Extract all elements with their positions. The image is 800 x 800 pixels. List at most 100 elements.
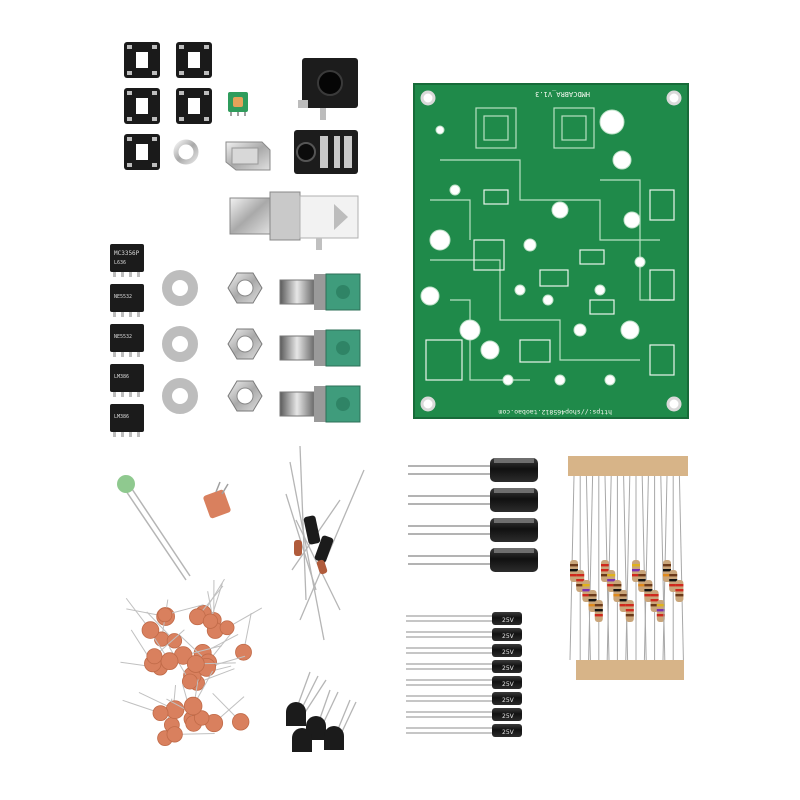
pcb-url-label: https://shop465812.taobao.com bbox=[498, 408, 612, 416]
capacitor-voltage-label: 25V bbox=[502, 697, 515, 704]
capacitor-voltage-label: 25V bbox=[502, 633, 515, 640]
ceramic-capacitor-pile bbox=[120, 578, 263, 746]
electrolytic-capacitor bbox=[408, 518, 538, 542]
resistor bbox=[669, 476, 678, 660]
ic-chip: LM386 bbox=[110, 364, 144, 397]
resistors bbox=[569, 475, 684, 661]
washer bbox=[162, 326, 198, 362]
resistor bbox=[606, 475, 616, 661]
capacitor-voltage-label: 25V bbox=[502, 617, 515, 624]
resistor bbox=[588, 475, 597, 661]
resistor bbox=[650, 476, 659, 660]
diodes bbox=[285, 445, 365, 641]
resistor-strip bbox=[568, 456, 688, 680]
transistor bbox=[292, 728, 312, 752]
ic-chips: MC3356P L636 NE5532 NE5532 LM386 LM386 bbox=[110, 244, 144, 437]
mounting-holes bbox=[420, 90, 682, 412]
ic-chip: LM386 bbox=[110, 404, 144, 437]
ceramic-capacitor bbox=[189, 585, 224, 626]
ceramic-capacitor bbox=[186, 654, 236, 673]
ceramic-capacitor bbox=[125, 597, 160, 639]
small-electrolytic-capacitor: 25V bbox=[406, 628, 522, 641]
resistor bbox=[613, 476, 622, 660]
hex-nut bbox=[227, 328, 263, 360]
capacitor-voltage-label: 25V bbox=[502, 665, 515, 672]
ceramic-capacitor bbox=[166, 698, 210, 726]
svg-text:LM386: LM386 bbox=[114, 374, 129, 380]
transistor bbox=[286, 702, 306, 726]
ic-socket bbox=[124, 134, 160, 170]
resistor bbox=[576, 476, 585, 660]
ic-sockets bbox=[124, 42, 212, 170]
ic-chip: MC3356P L636 bbox=[110, 244, 144, 277]
metal-bracket bbox=[225, 141, 271, 171]
washer bbox=[162, 378, 198, 414]
pcb-pads bbox=[420, 109, 646, 386]
green-inductor bbox=[228, 92, 248, 116]
potentiometer bbox=[279, 329, 361, 367]
svg-text:L636: L636 bbox=[114, 260, 126, 266]
resistor bbox=[643, 475, 653, 661]
chip-marking: MC3356P bbox=[114, 250, 140, 257]
small-electrolytic-capacitor: 25V bbox=[406, 612, 522, 625]
ceramic-capacitor bbox=[202, 582, 223, 629]
pcb-board: HMDCABRA_V1.3 https://shop465812.taobao.… bbox=[413, 83, 689, 419]
ic-chip: NE5532 bbox=[110, 324, 144, 357]
transistor bbox=[324, 726, 344, 750]
ceramic-disc-capacitor bbox=[117, 475, 191, 581]
small-electrolytic-capacitor: 25V bbox=[406, 676, 522, 689]
ic-socket bbox=[176, 88, 212, 124]
dc-power-jack bbox=[298, 58, 358, 120]
ceramic-capacitor bbox=[122, 699, 169, 722]
small-electrolytic-capacitor: 25V bbox=[406, 708, 522, 721]
ceramic-capacitor bbox=[146, 611, 183, 649]
large-electrolytic-caps bbox=[408, 458, 538, 572]
resistor bbox=[569, 475, 578, 661]
resistor bbox=[675, 475, 684, 661]
small-electrolytic-caps: 25V 25V 25V 25V 25V 25V 25V 25V bbox=[406, 612, 522, 737]
resistor bbox=[625, 475, 634, 661]
electrolytic-capacitor bbox=[408, 548, 538, 572]
ceramic-capacitor bbox=[166, 726, 215, 743]
capacitor-voltage-label: 25V bbox=[502, 713, 515, 720]
potentiometer bbox=[279, 385, 361, 423]
pcb-top-label: HMDCABRA_V1.3 bbox=[535, 90, 590, 98]
potentiometer bbox=[279, 273, 361, 311]
small-electrolytic-capacitor: 25V bbox=[406, 660, 522, 673]
potentiometers bbox=[279, 273, 361, 423]
ceramic-capacitor bbox=[212, 692, 250, 731]
hex-nuts bbox=[227, 272, 263, 412]
capacitor-voltage-label: 25V bbox=[502, 649, 515, 656]
washers bbox=[162, 270, 198, 414]
hex-nut bbox=[227, 272, 263, 304]
pcb-footprints bbox=[425, 189, 675, 381]
audio-jack bbox=[294, 130, 358, 174]
svg-text:NE5532: NE5532 bbox=[114, 294, 132, 300]
ic-socket bbox=[176, 42, 212, 78]
resistor bbox=[662, 475, 671, 661]
ic-socket bbox=[124, 88, 160, 124]
svg-text:LM386: LM386 bbox=[114, 414, 129, 420]
capacitor-voltage-label: 25V bbox=[502, 729, 515, 736]
washer bbox=[162, 270, 198, 306]
ceramic-capacitor bbox=[183, 670, 214, 716]
capacitor-voltage-label: 25V bbox=[502, 681, 515, 688]
electrolytic-capacitor bbox=[408, 488, 538, 512]
trimmer-capacitor bbox=[203, 481, 231, 519]
small-electrolytic-capacitor: 25V bbox=[406, 692, 522, 705]
small-electrolytic-capacitor: 25V bbox=[406, 724, 522, 737]
resistor bbox=[632, 476, 640, 660]
transistors bbox=[286, 671, 357, 752]
hex-nut bbox=[227, 380, 263, 412]
small-electrolytic-capacitor: 25V bbox=[406, 644, 522, 657]
ceramic-capacitor bbox=[204, 696, 245, 733]
svg-text:NE5532: NE5532 bbox=[114, 334, 132, 340]
ceramic-capacitor bbox=[138, 691, 185, 720]
ceramic-capacitor bbox=[146, 629, 185, 665]
ic-socket bbox=[124, 42, 160, 78]
ceramic-capacitor bbox=[219, 607, 263, 636]
metal-ring bbox=[173, 139, 199, 165]
resistor bbox=[594, 476, 603, 660]
